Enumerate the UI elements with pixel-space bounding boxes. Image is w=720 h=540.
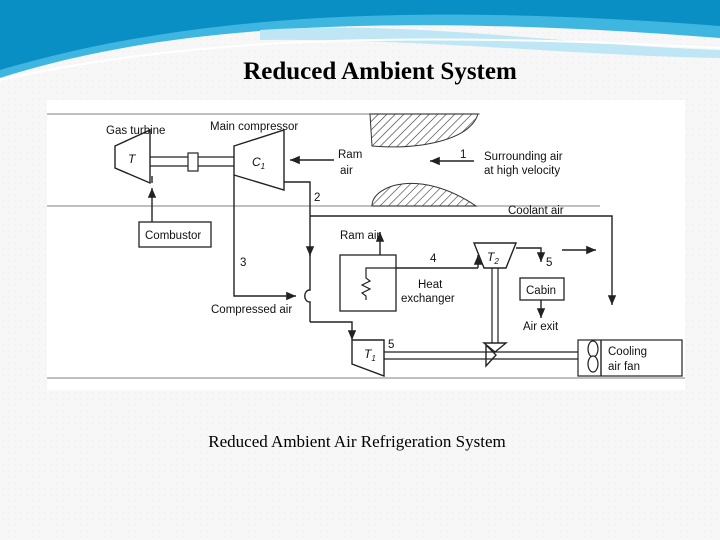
gas-turbine-label: Gas turbine [106, 125, 165, 137]
fan-blade-bottom [587, 355, 599, 373]
intake-lower-lip [371, 182, 478, 207]
turbine-t2-shape [472, 242, 518, 269]
state-point-2: 2 [314, 192, 320, 204]
compressed-air-line [233, 175, 296, 301]
gas-turbine-shape [114, 128, 151, 185]
cooling-fan-label-1: Cooling [608, 346, 647, 358]
slide-title: Reduced Ambient System [243, 58, 517, 85]
combustor-box [138, 221, 212, 248]
gas-turbine-symbol: T [128, 152, 137, 166]
ram-air-mid-label: Ram air [340, 230, 380, 242]
state-point-3: 3 [240, 257, 246, 269]
main-compressor-label: Main compressor [210, 121, 298, 133]
t2-outlet-line [516, 247, 546, 262]
intake-upper-lip [369, 113, 479, 148]
heat-exchanger-coil [360, 267, 396, 300]
ram-air-top-label-1: Ram [338, 149, 362, 161]
hx-to-t1-line [310, 321, 357, 340]
turbine-t1-shape [351, 339, 385, 378]
cabin-label: Cabin [526, 285, 556, 297]
shaft-gear-cone [485, 343, 497, 368]
cooling-fan-label-2: air fan [608, 361, 640, 373]
compressor-symbol: C1 [252, 155, 265, 171]
compressor-outlet-line [284, 181, 311, 236]
t2-gear-cone [482, 342, 508, 353]
header-wave-decoration [0, 0, 720, 81]
coolant-air-line [310, 215, 617, 305]
state-point-5-cabin: 5 [546, 257, 552, 269]
combustor-label: Combustor [145, 230, 201, 242]
compressed-air-label: Compressed air [211, 304, 292, 316]
coolant-air-label: Coolant air [508, 205, 564, 217]
state-point-1: 1 [460, 149, 466, 161]
hot-air-vertical-line [304, 236, 311, 322]
shaft-coupling [187, 152, 199, 172]
fan-blade-top [587, 340, 599, 358]
state-point-5-fan: 5 [388, 339, 394, 351]
surrounding-air-label-1: Surrounding air [484, 151, 563, 163]
state-point-4: 4 [430, 253, 437, 265]
figure-caption: Reduced Ambient Air Refrigeration System [208, 432, 506, 451]
cabin-box [519, 277, 565, 301]
ram-air-top-label-2: air [340, 165, 353, 177]
heat-exchanger-label-2: exchanger [401, 293, 455, 305]
heat-exchanger-label-1: Heat [418, 279, 443, 291]
turbine-t2-symbol: T2 [487, 250, 499, 266]
air-exit-label: Air exit [523, 321, 559, 333]
main-compressor-shape [233, 129, 285, 191]
heat-exchanger-box [339, 254, 397, 312]
surrounding-air-label-2: at high velocity [484, 165, 560, 177]
turbine-t1-symbol: T1 [364, 347, 376, 363]
